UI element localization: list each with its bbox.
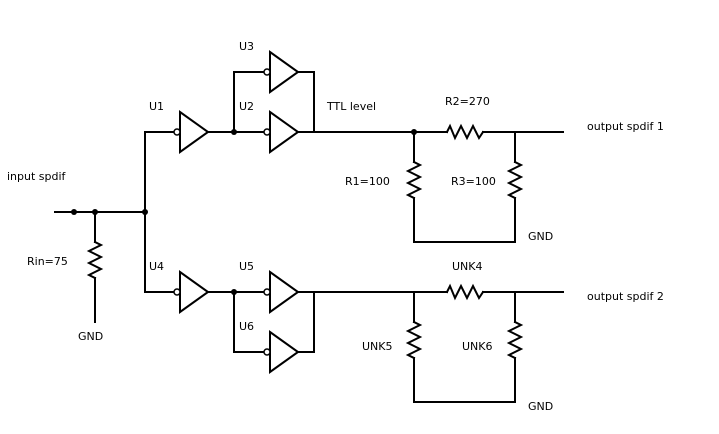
u3-input-wire: [233, 71, 268, 133]
u6-output-wire: [297, 291, 315, 353]
lower-chain: [144, 270, 564, 403]
resistor-unk6: [506, 320, 524, 360]
label-input: input spdif: [7, 170, 67, 183]
buffer-u4: [179, 270, 210, 314]
u1-bubble: [173, 128, 181, 136]
u3-output-wire: [297, 71, 315, 133]
label-output1: output spdif 1: [587, 120, 664, 133]
label-gnd-top: GND: [528, 230, 553, 243]
buffer-u5: [269, 270, 300, 314]
label-gnd-bottom: GND: [528, 400, 553, 413]
u6-bubble: [263, 348, 271, 356]
u4-bubble: [173, 288, 181, 296]
resistor-unk4: [445, 283, 485, 301]
label-unk5: UNK5: [362, 340, 393, 353]
buffer-u6: [269, 330, 300, 374]
label-r1: R1=100: [345, 175, 390, 188]
labels: input spdif Rin=75 GND U1 U2 U3 U4 U5 U6…: [7, 40, 664, 413]
label-u5: U5: [239, 260, 254, 273]
label-unk4: UNK4: [452, 260, 483, 273]
label-gnd-input: GND: [78, 330, 103, 343]
label-output2: output spdif 2: [587, 290, 664, 303]
input-section: [54, 131, 148, 323]
label-ttl: TTL level: [326, 100, 376, 113]
resistor-unk5: [405, 320, 423, 360]
input-terminal: [71, 209, 77, 215]
buffer-u3: [269, 50, 300, 94]
label-r2: R2=270: [445, 95, 490, 108]
label-u2: U2: [239, 100, 254, 113]
label-r3: R3=100: [451, 175, 496, 188]
resistor-r2: [445, 123, 485, 141]
buffer-u1: [179, 110, 210, 154]
resistor-r3: [506, 160, 524, 200]
label-u6: U6: [239, 320, 254, 333]
u2-bubble: [263, 128, 271, 136]
u3-bubble: [263, 68, 271, 76]
label-unk6: UNK6: [462, 340, 493, 353]
label-u4: U4: [149, 260, 164, 273]
label-rin: Rin=75: [27, 255, 68, 268]
u6-input-wire: [233, 291, 268, 353]
label-u3: U3: [239, 40, 254, 53]
resistor-rin: [86, 240, 104, 280]
label-u1: U1: [149, 100, 164, 113]
buffer-u2: [269, 110, 300, 154]
resistor-r1: [405, 160, 423, 200]
u5-bubble: [263, 288, 271, 296]
upper-chain: [144, 50, 564, 243]
